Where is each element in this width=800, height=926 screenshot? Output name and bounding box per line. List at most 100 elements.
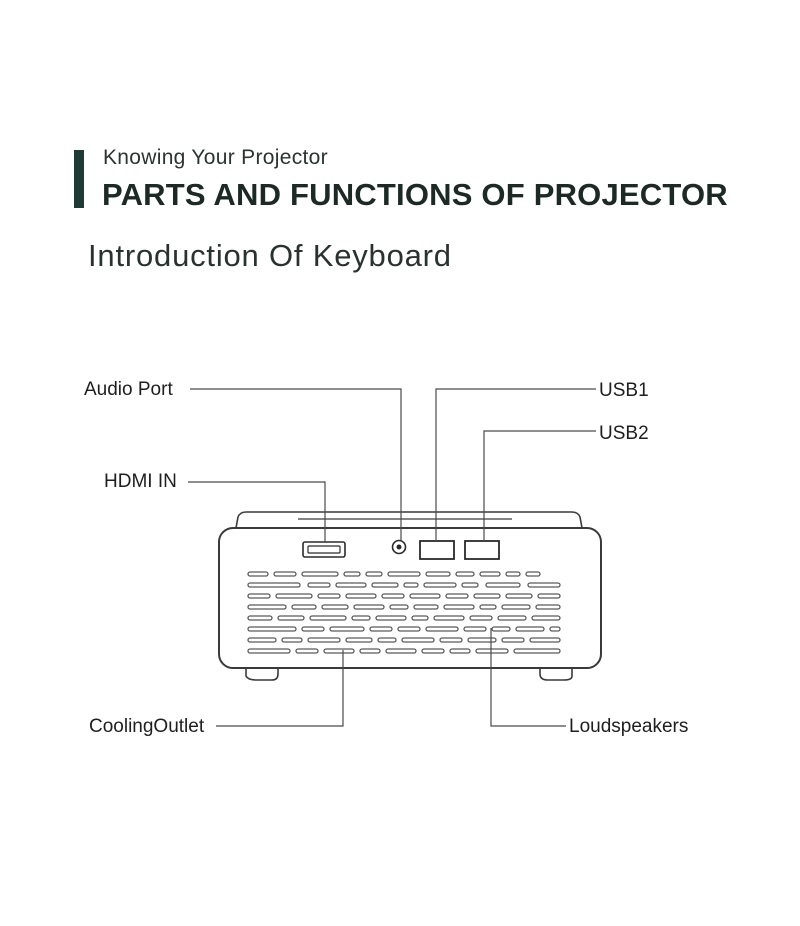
vent-slot xyxy=(475,648,509,654)
vent-slot xyxy=(343,571,361,577)
vent-slot xyxy=(247,571,269,577)
vent-slot xyxy=(295,648,319,654)
vent-slot xyxy=(247,582,301,588)
vent-slot xyxy=(469,615,493,621)
label-usb1: USB1 xyxy=(599,380,649,401)
vent-slot xyxy=(501,604,531,610)
vent-slot xyxy=(247,615,273,621)
vent-slot xyxy=(389,604,409,610)
label-hdmi-in: HDMI IN xyxy=(104,471,177,492)
vent-slot xyxy=(463,626,487,632)
header-subtitle: Knowing Your Projector xyxy=(103,146,328,169)
vent-slot xyxy=(531,615,561,621)
vent-slot xyxy=(377,637,397,643)
vent-slot xyxy=(513,648,561,654)
leader-usb1 xyxy=(435,388,596,541)
vent-slot xyxy=(425,571,451,577)
vent-slot xyxy=(321,604,349,610)
vent-slot xyxy=(387,571,421,577)
vent-slot xyxy=(277,615,305,621)
cooling-vents xyxy=(247,571,561,654)
vent-slot xyxy=(375,615,407,621)
vent-slot xyxy=(485,582,521,588)
vent-slot xyxy=(273,571,297,577)
vent-slot xyxy=(411,615,429,621)
vent-slot xyxy=(247,637,277,643)
vent-slot xyxy=(365,571,383,577)
page-title: PARTS AND FUNCTIONS OF PROJECTOR xyxy=(102,177,728,212)
vent-slot xyxy=(549,626,561,632)
vent-slot xyxy=(409,593,441,599)
vent-slot xyxy=(443,604,475,610)
vent-slot xyxy=(309,615,347,621)
usb1-port xyxy=(419,540,455,560)
label-usb2: USB2 xyxy=(599,423,649,444)
vent-slot xyxy=(479,604,497,610)
vent-slot xyxy=(505,593,533,599)
vent-slot xyxy=(423,582,457,588)
vent-slot xyxy=(397,626,421,632)
vent-slot xyxy=(425,626,459,632)
vent-slot xyxy=(515,626,545,632)
vent-slot xyxy=(345,593,377,599)
vent-slot xyxy=(359,648,381,654)
vent-slot xyxy=(335,582,367,588)
vent-slot xyxy=(537,593,561,599)
vent-slot xyxy=(371,582,399,588)
leader-usb2 xyxy=(483,430,596,541)
vent-slot xyxy=(307,637,341,643)
projector-foot-left xyxy=(245,668,279,681)
vent-slot xyxy=(301,571,339,577)
vent-slot xyxy=(501,637,525,643)
vent-slot xyxy=(247,593,271,599)
vent-slot xyxy=(505,571,521,577)
vent-slot xyxy=(345,637,373,643)
vent-slot xyxy=(403,582,419,588)
vent-slot xyxy=(291,604,317,610)
vent-slot xyxy=(275,593,313,599)
vent-slot xyxy=(479,571,501,577)
vent-slot xyxy=(385,648,417,654)
vent-slot xyxy=(439,637,463,643)
label-cooling-outlet: CoolingOutlet xyxy=(89,716,205,737)
vent-slot xyxy=(351,615,371,621)
vent-slot xyxy=(247,626,297,632)
projector-top-lip xyxy=(235,511,583,529)
vent-slot xyxy=(445,593,469,599)
vent-slot xyxy=(535,604,561,610)
section-title: Introduction Of Keyboard xyxy=(88,238,452,273)
vent-slot xyxy=(527,582,561,588)
vent-slot xyxy=(281,637,303,643)
vent-slot xyxy=(401,637,435,643)
vent-slot xyxy=(247,604,287,610)
leader-cooling-outlet xyxy=(216,650,344,727)
vent-slot xyxy=(525,571,541,577)
vent-slot xyxy=(307,582,331,588)
vent-slot xyxy=(301,626,325,632)
vent-slot xyxy=(329,626,365,632)
vent-slot xyxy=(467,637,497,643)
vent-slot xyxy=(433,615,465,621)
vent-slot xyxy=(323,648,355,654)
vent-slot xyxy=(317,593,341,599)
usb2-port xyxy=(464,540,500,560)
vent-slot xyxy=(473,593,501,599)
audio-port xyxy=(391,539,407,555)
leader-loudspeakers xyxy=(490,628,566,727)
label-audio-port: Audio Port xyxy=(84,379,173,400)
projector-body xyxy=(218,527,602,669)
vent-slot xyxy=(421,648,445,654)
hdmi-port xyxy=(302,541,346,558)
leader-hdmi-in xyxy=(188,481,326,542)
vent-slot xyxy=(497,615,527,621)
vent-slot xyxy=(369,626,393,632)
vent-slot xyxy=(449,648,471,654)
vent-slot xyxy=(381,593,405,599)
label-loudspeakers: Loudspeakers xyxy=(569,716,689,737)
vent-slot xyxy=(247,648,291,654)
projector-foot-right xyxy=(539,668,573,681)
leader-audio-port xyxy=(190,388,402,540)
vent-slot xyxy=(529,637,561,643)
vent-slot xyxy=(455,571,475,577)
